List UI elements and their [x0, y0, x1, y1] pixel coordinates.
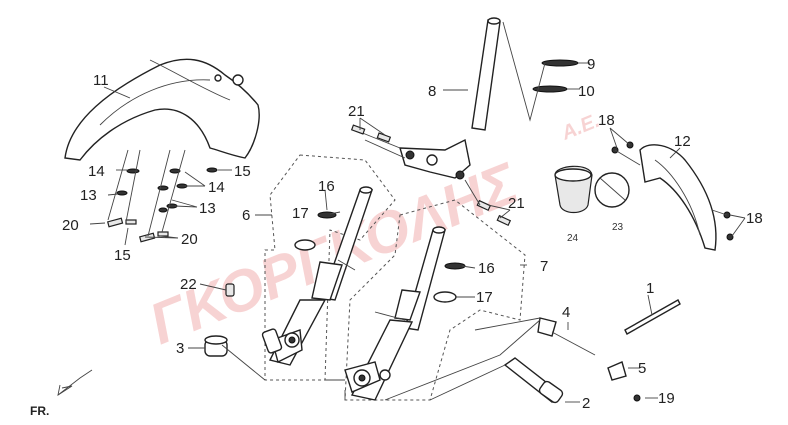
right-fork-leg-part	[344, 226, 466, 401]
callout-6: 6	[242, 207, 250, 224]
fender-fasteners	[106, 149, 218, 243]
callout-13-left: 13	[80, 187, 97, 204]
callout-11: 11	[93, 72, 109, 89]
watermark-suffix: Α.Ε.	[558, 110, 603, 145]
callout-1: 1	[646, 280, 654, 297]
callout-24: 24	[567, 233, 579, 244]
steering-bearing-rings	[502, 21, 579, 122]
steering-stem-part	[350, 17, 512, 227]
direction-label: FR.	[30, 404, 49, 418]
callout-21-top: 21	[348, 103, 365, 120]
front-direction-arrow: FR.	[30, 369, 93, 418]
callout-15-right: 15	[234, 163, 251, 180]
callout-leaders	[89, 62, 746, 403]
connection-lines	[221, 317, 541, 401]
small-parts	[204, 283, 681, 404]
callout-10: 10	[578, 83, 595, 100]
bearing-cap-parts	[554, 165, 630, 214]
callout-numbers: 11 14 13 20 15 15 14 13 20 16 17 6 8 21 …	[62, 56, 763, 412]
callout-16-left: 16	[318, 178, 335, 195]
callout-5: 5	[638, 360, 646, 377]
callout-17-right: 17	[476, 289, 493, 306]
callout-20-left: 20	[62, 217, 79, 234]
callout-12: 12	[674, 133, 691, 150]
front-fender-part	[64, 58, 260, 161]
callout-13-right: 13	[199, 200, 216, 217]
callout-9: 9	[587, 56, 595, 73]
callout-4: 4	[562, 304, 570, 321]
callout-20-right: 20	[181, 231, 198, 248]
callout-7: 7	[540, 258, 548, 275]
callout-2: 2	[582, 395, 590, 412]
callout-18-top: 18	[598, 112, 615, 129]
callout-21-right: 21	[508, 195, 525, 212]
callout-17-left: 17	[292, 205, 309, 222]
callout-23: 23	[612, 222, 624, 233]
left-fork-leg-part	[261, 186, 373, 366]
callout-16-right: 16	[478, 260, 495, 277]
callout-15-left: 15	[114, 247, 131, 264]
callout-3: 3	[176, 340, 184, 357]
callout-14-right: 14	[208, 179, 225, 196]
fork-cover-part	[611, 141, 734, 251]
callout-22: 22	[180, 276, 197, 293]
callout-18-right: 18	[746, 210, 763, 227]
callout-8: 8	[428, 83, 436, 100]
callout-14-left: 14	[88, 163, 105, 180]
callout-19: 19	[658, 390, 675, 407]
